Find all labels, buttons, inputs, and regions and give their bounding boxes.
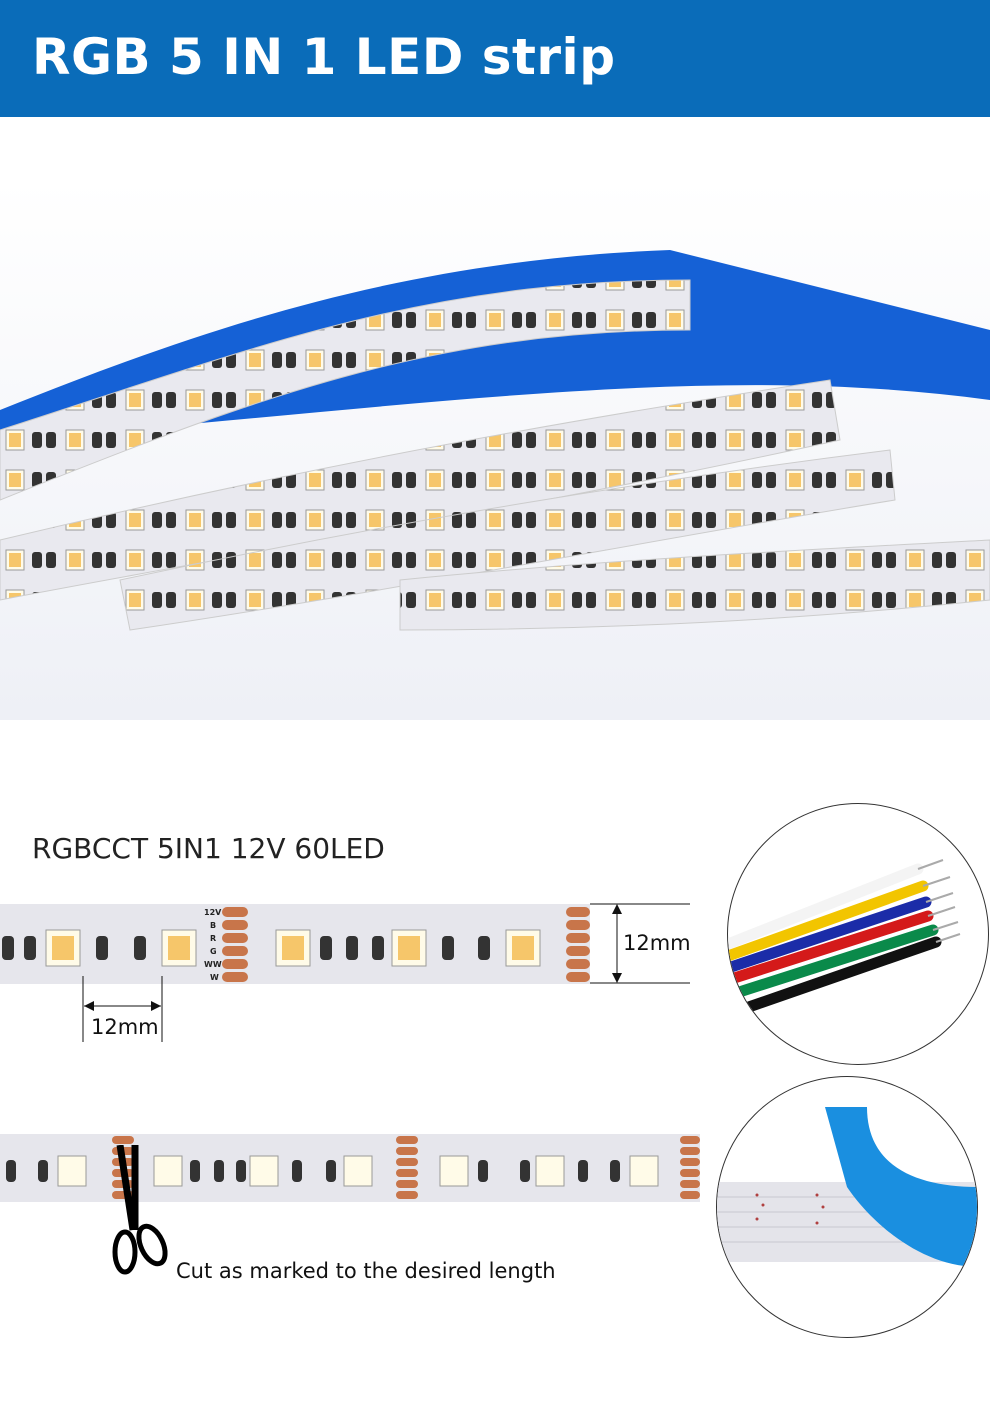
tape-icon — [717, 1107, 977, 1267]
svg-text:B: B — [210, 921, 216, 930]
cut-instruction: Cut as marked to the desired length — [176, 1259, 556, 1283]
wire-leads-closeup — [727, 803, 989, 1065]
led-strip-reel-photo — [0, 180, 990, 720]
wires-icon — [728, 859, 961, 1015]
led-chips — [45, 929, 541, 967]
adhesive-backing-closeup — [716, 1076, 978, 1338]
header-banner: RGB 5 IN 1 LED strip — [0, 0, 990, 117]
spec-title: RGBCCT 5IN1 12V 60LED — [32, 832, 385, 865]
width-dimension-label: 12mm — [623, 931, 691, 955]
svg-text:R: R — [210, 934, 216, 943]
scissors-icon — [112, 1145, 168, 1275]
svg-text:W: W — [210, 973, 219, 982]
svg-text:12V: 12V — [204, 908, 222, 917]
svg-text:G: G — [210, 947, 217, 956]
svg-text:WW: WW — [204, 960, 222, 969]
strip-dimension-diagram: 12V B R G WW W — [0, 903, 690, 1042]
page-title: RGB 5 IN 1 LED strip — [32, 28, 616, 86]
pad-labels: 12V B R G WW W — [204, 908, 222, 982]
pitch-dimension-label: 12mm — [91, 1015, 159, 1039]
